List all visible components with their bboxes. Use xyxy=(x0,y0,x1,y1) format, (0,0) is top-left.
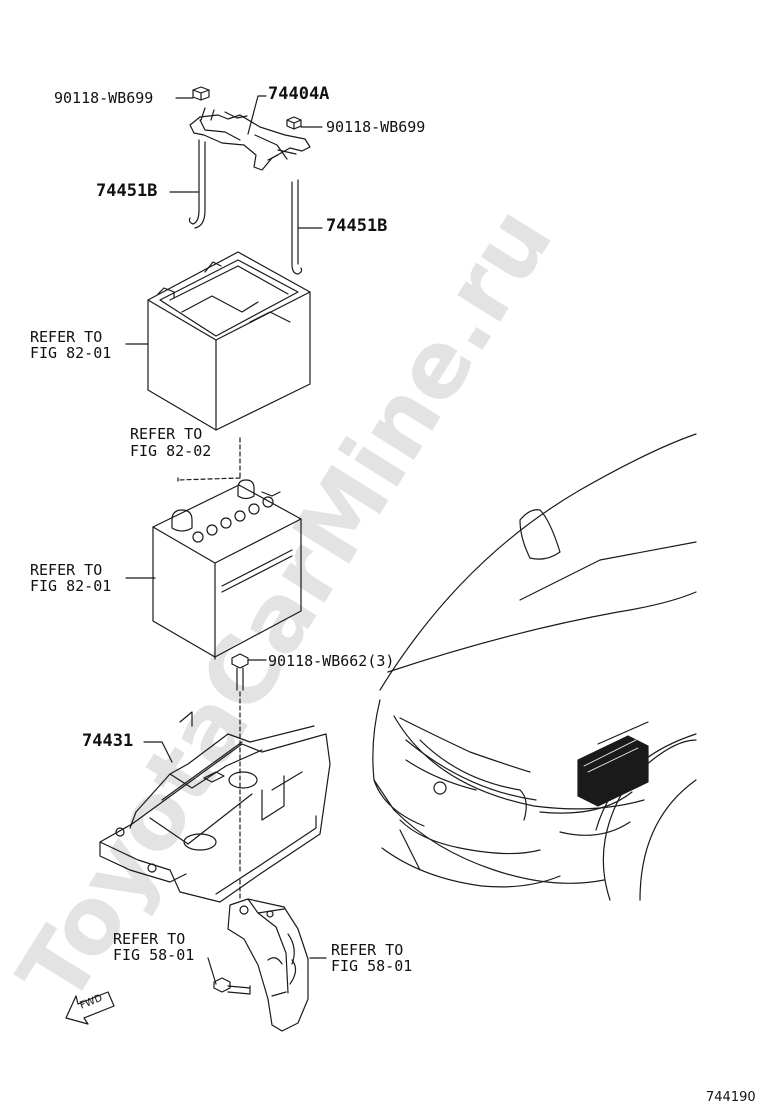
label-refer-58-01-a-line1: REFER TO xyxy=(113,930,186,948)
label-refer-82-01-a-line1: REFER TO xyxy=(30,328,103,346)
label-refer-82-02-line2: FIG 82-02 xyxy=(130,442,212,460)
battery-box-upper-part xyxy=(147,251,311,431)
label-rod-left: 74451B xyxy=(96,181,158,201)
battery-part xyxy=(152,479,302,660)
leader-clamp xyxy=(247,95,267,135)
watermark: ToyotaCarMine.ru xyxy=(0,189,573,1021)
leader-dash-upper xyxy=(177,437,241,481)
bolt-lower-part xyxy=(213,977,251,995)
label-nut-right: 90118-WB699 xyxy=(326,118,426,136)
label-bolt: 90118-WB662(3) xyxy=(268,652,395,670)
leader-tray xyxy=(143,741,173,763)
label-refer-82-01-b-line2: FIG 82-01 xyxy=(30,577,112,595)
car-front-view xyxy=(372,433,697,901)
leader-refer-58-01-a xyxy=(207,957,217,985)
label-rod-right: 74451B xyxy=(326,216,388,236)
label-refer-82-01-b-line1: REFER TO xyxy=(30,561,103,579)
bracket-part xyxy=(227,898,309,1032)
label-refer-58-01-b-line1: REFER TO xyxy=(331,941,404,959)
car-battery-highlight xyxy=(577,719,649,807)
label-refer-58-01-b-line2: FIG 58-01 xyxy=(331,957,413,975)
label-refer-58-01-a-line2: FIG 58-01 xyxy=(113,946,195,964)
hook-rod-right-part xyxy=(291,179,303,275)
label-refer-82-01-a-line2: FIG 82-01 xyxy=(30,344,112,362)
bolt-upper-part xyxy=(231,653,249,873)
figure-id: 744190 xyxy=(706,1090,756,1105)
battery-tray-part xyxy=(99,711,331,903)
nut-left-part xyxy=(192,86,210,101)
label-clamp: 74404A xyxy=(268,84,330,104)
nut-right-part xyxy=(286,116,302,130)
label-tray: 74431 xyxy=(82,731,134,751)
label-nut-left: 90118-WB699 xyxy=(54,89,154,107)
battery-clamp-part xyxy=(189,107,311,171)
fwd-arrow-icon xyxy=(65,991,115,1025)
label-refer-82-02-line1: REFER TO xyxy=(130,425,203,443)
hook-rod-left-part xyxy=(188,139,206,229)
